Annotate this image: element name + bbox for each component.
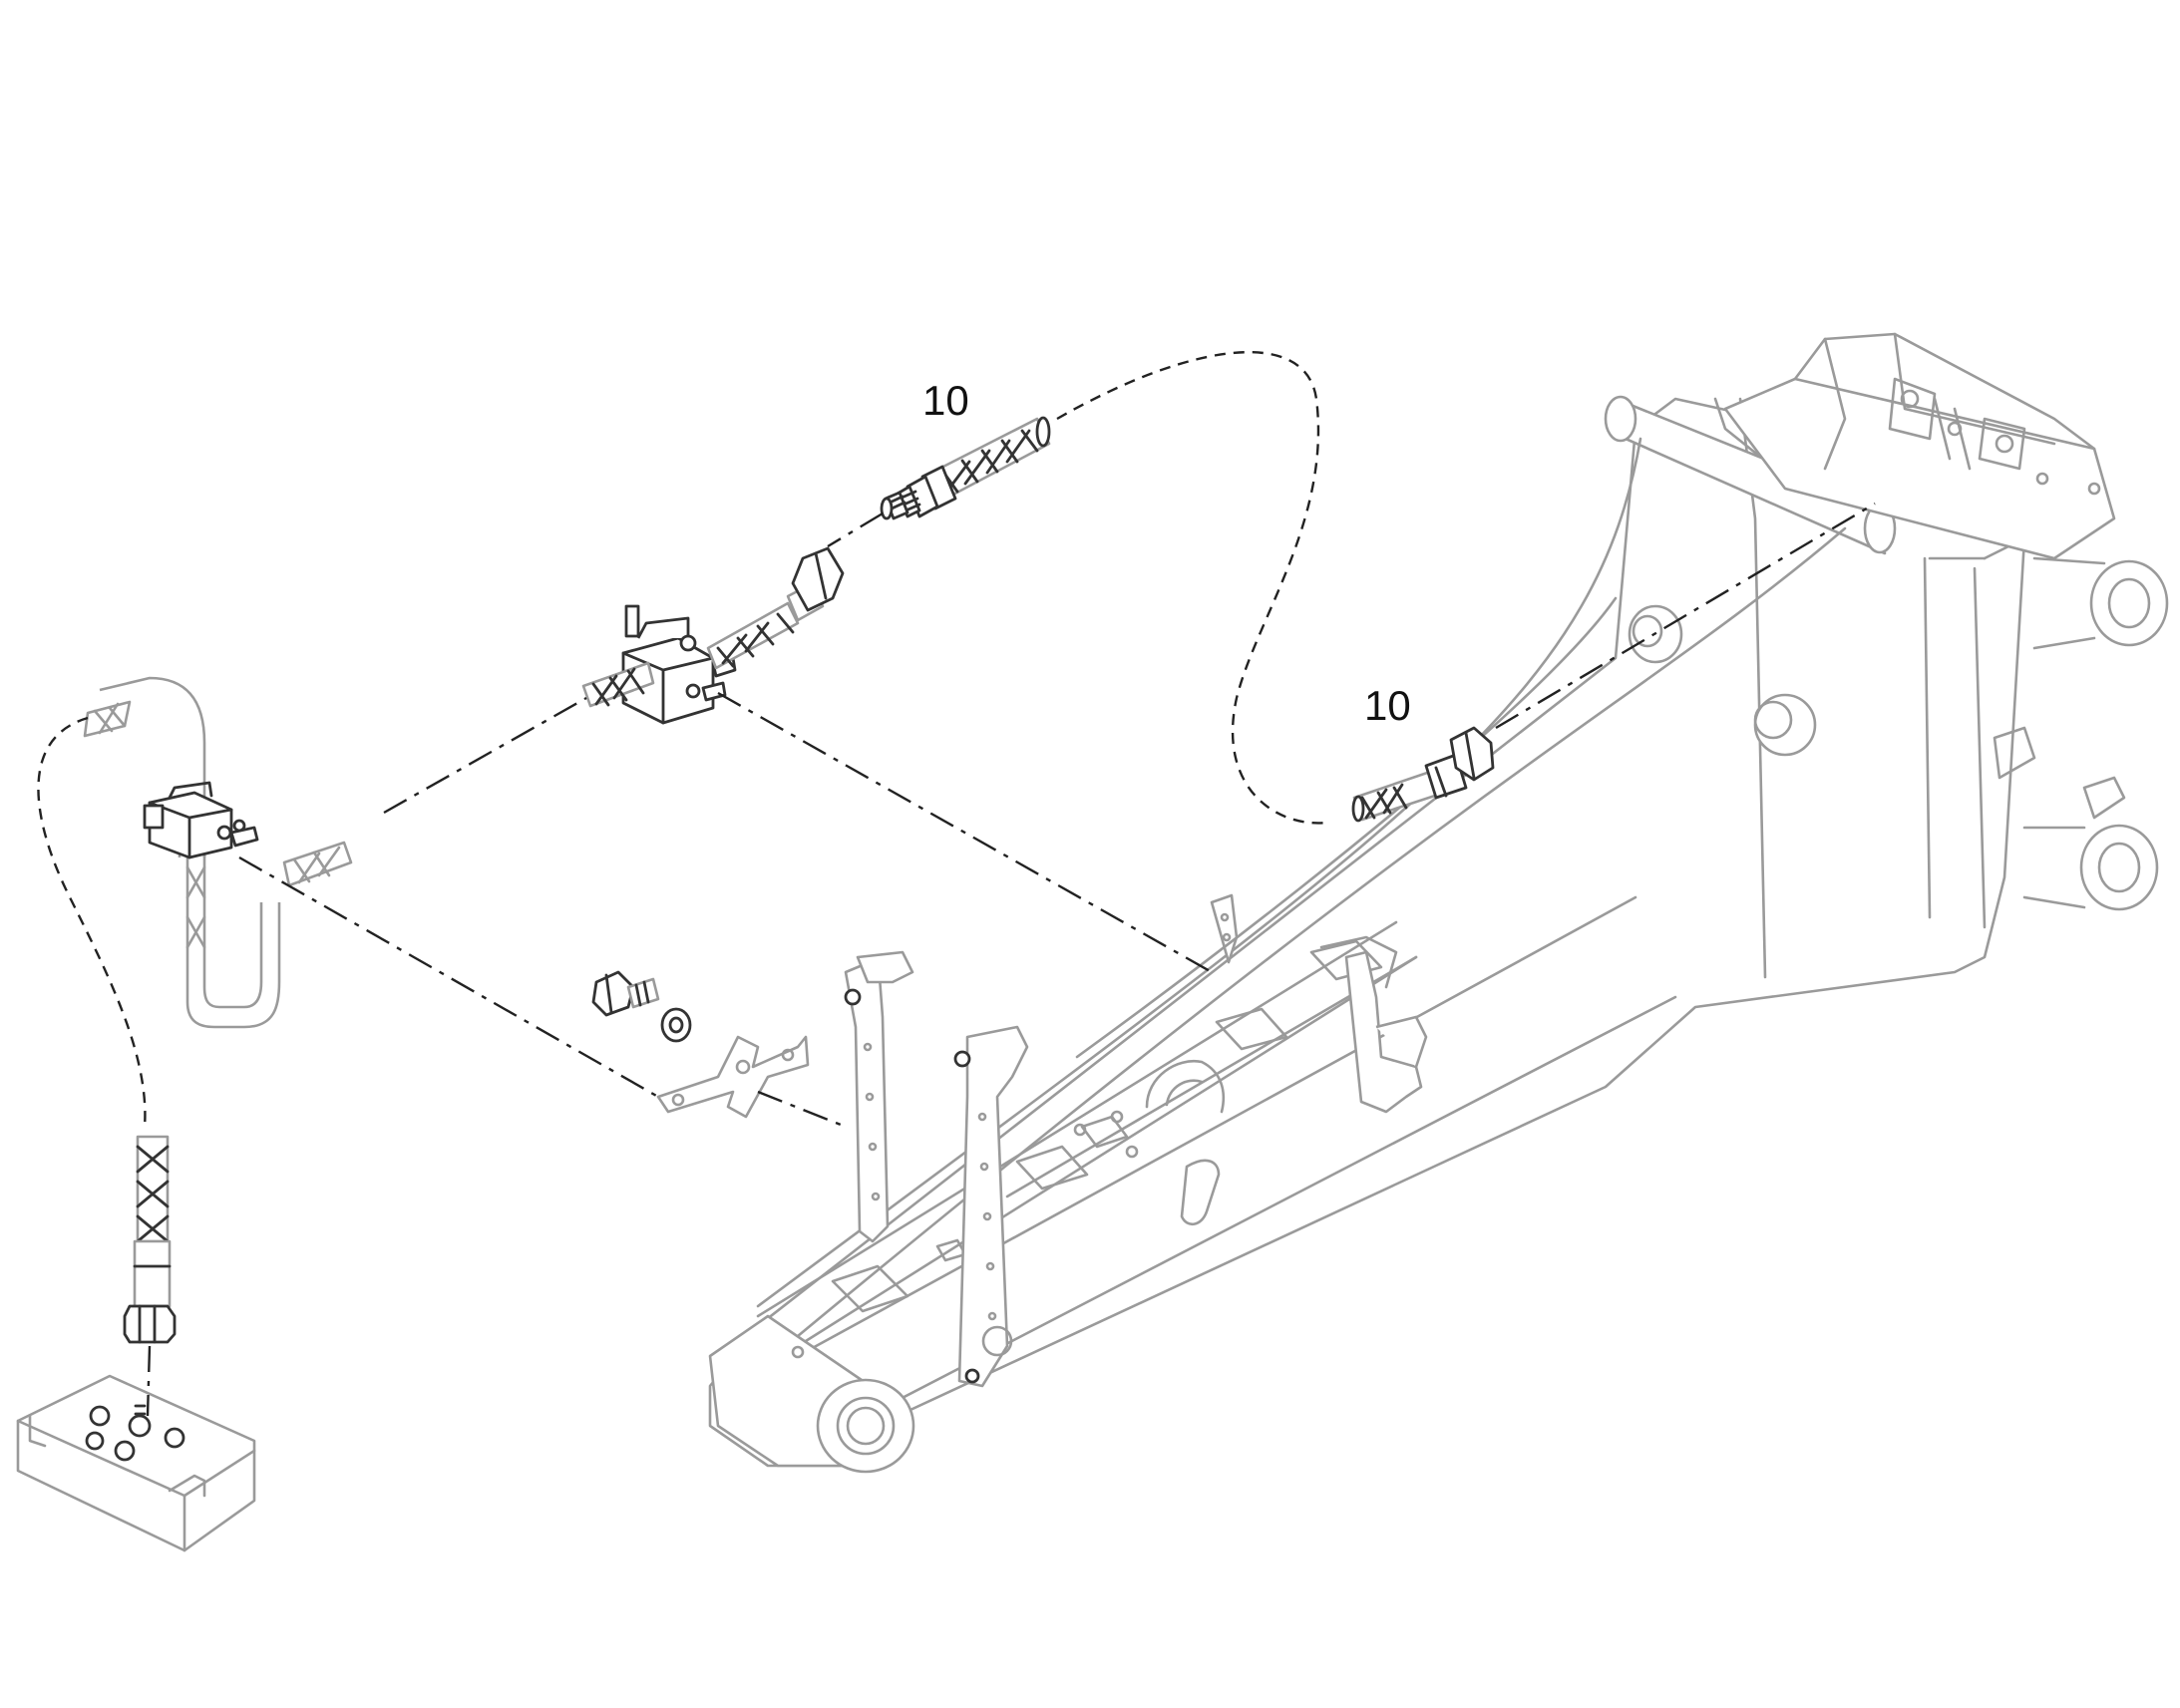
callout-label-lower-hose: 10 bbox=[1364, 682, 1411, 729]
lower-hose-and-manifold bbox=[16, 1135, 256, 1552]
leader-lines bbox=[37, 351, 1876, 1417]
loose-hardware bbox=[591, 970, 810, 1119]
steel-pipe-u bbox=[83, 676, 353, 1029]
boom-assembly bbox=[708, 332, 2169, 1474]
hose-fitting-upper bbox=[880, 416, 1051, 520]
middle-hose-clamp bbox=[581, 546, 845, 725]
hose-fitting-lower bbox=[1351, 726, 1495, 823]
callout-label-upper-hose: 10 bbox=[922, 377, 969, 424]
